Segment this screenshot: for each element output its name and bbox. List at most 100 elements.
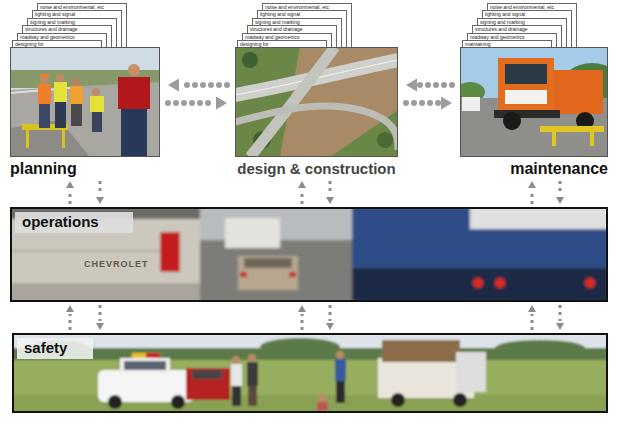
- photo-detail: [470, 209, 606, 229]
- photo-detail: [92, 88, 100, 96]
- arrow-line: [329, 181, 332, 195]
- photo-detail: [70, 86, 83, 104]
- photo-detail: [552, 132, 556, 146]
- arrow-head: [216, 97, 227, 110]
- photo-detail: [146, 353, 160, 358]
- photo-detail: [590, 132, 594, 146]
- band-label: operations: [15, 212, 133, 233]
- photo-detail: [118, 77, 150, 109]
- photo-detail: [11, 48, 160, 157]
- photo-detail: [548, 70, 603, 114]
- band-label: safety: [17, 338, 93, 359]
- arrow-line: [69, 190, 72, 204]
- arrow-head: [66, 305, 74, 312]
- photo-detail: [160, 232, 180, 272]
- photo-detail: [456, 352, 486, 392]
- arrow-line: [168, 100, 214, 106]
- arrow-line: [419, 82, 452, 88]
- photo-detail: [462, 97, 480, 111]
- photo-band: operations: [10, 207, 608, 302]
- photo-detail: [90, 96, 104, 112]
- photo-detail: [124, 361, 166, 370]
- photo-detail: [289, 272, 296, 277]
- photo-detail: [56, 74, 64, 82]
- photo-detail: [10, 47, 160, 157]
- photo-detail: [12, 209, 606, 300]
- arrow-line: [69, 314, 72, 330]
- arrow-head: [96, 197, 104, 204]
- photo-detail: [72, 78, 80, 86]
- photo-detail: [377, 132, 393, 148]
- photo-detail: [120, 358, 170, 373]
- flow-arrow: [556, 181, 564, 204]
- photo-detail: [260, 338, 340, 356]
- safety-photo: [14, 335, 606, 411]
- arrow-line: [406, 100, 439, 106]
- planning-photo: [10, 47, 160, 157]
- arrow-head: [298, 305, 306, 312]
- maintenance-photo: [460, 47, 608, 157]
- photo-detail: [235, 47, 398, 157]
- photo-detail: [503, 112, 521, 130]
- photo-detail: [242, 52, 258, 68]
- photo-detail: [238, 256, 298, 290]
- photo-detail: [92, 112, 102, 132]
- photo-detail: [505, 64, 547, 84]
- photo-detail: [132, 353, 146, 358]
- photo-band: safety: [12, 333, 608, 413]
- arrow-head: [406, 79, 417, 92]
- arrow-line: [329, 305, 332, 321]
- photo-detail: [40, 76, 48, 84]
- photo-detail: [248, 354, 256, 362]
- arrow-head: [556, 197, 564, 204]
- photo-detail: [498, 58, 554, 112]
- photo-detail: [317, 402, 328, 411]
- photo-detail: [391, 393, 405, 407]
- photo-detail: [231, 364, 242, 386]
- arrow-line: [99, 181, 102, 195]
- document-page: maintaining: [462, 40, 552, 47]
- vehicle-badge: CHEVROLET: [84, 259, 149, 270]
- photo-panel: design & construction: [235, 47, 398, 178]
- photo-detail: [540, 126, 604, 132]
- arrow-head: [556, 323, 564, 330]
- construction-photo: [235, 47, 398, 157]
- arrow-line: [99, 305, 102, 321]
- document-page: designing for: [237, 40, 327, 47]
- arrow-head: [326, 197, 334, 204]
- photo-detail: [247, 362, 258, 386]
- photo-detail: [382, 340, 460, 362]
- operations-photo: [12, 209, 606, 300]
- arrow-head: [528, 181, 536, 188]
- panel-label: planning: [10, 159, 160, 178]
- photo-detail: [232, 356, 240, 364]
- photo-detail: [192, 370, 222, 379]
- photo-detail: [225, 218, 280, 248]
- safety-scene: [14, 335, 606, 411]
- flow-arrow: [406, 97, 452, 110]
- photo-detail: [473, 278, 483, 288]
- photo-detail: [336, 351, 344, 359]
- panel-label: design & construction: [235, 159, 398, 178]
- photo-detail: [318, 394, 326, 402]
- flow-arrow: [528, 305, 536, 330]
- flow-arrow: [528, 181, 536, 204]
- photo-detail: [248, 386, 257, 406]
- photo-detail: [453, 393, 467, 407]
- photo-detail: [232, 386, 241, 406]
- arrow-line: [559, 181, 562, 195]
- photo-detail: [54, 82, 67, 102]
- photo-detail: [40, 74, 49, 77]
- photo-detail: [335, 359, 346, 381]
- flow-arrow: [556, 305, 564, 330]
- flow-arrow: [96, 305, 104, 330]
- photo-detail: [62, 130, 65, 148]
- photo-detail: [240, 272, 247, 277]
- photo-detail: [495, 340, 585, 356]
- arrow-head: [441, 97, 452, 110]
- photo-detail: [14, 360, 606, 411]
- arrow-head: [96, 323, 104, 330]
- flow-arrow: [326, 181, 334, 204]
- photo-detail: [38, 84, 51, 104]
- document-page: designing for: [12, 40, 102, 47]
